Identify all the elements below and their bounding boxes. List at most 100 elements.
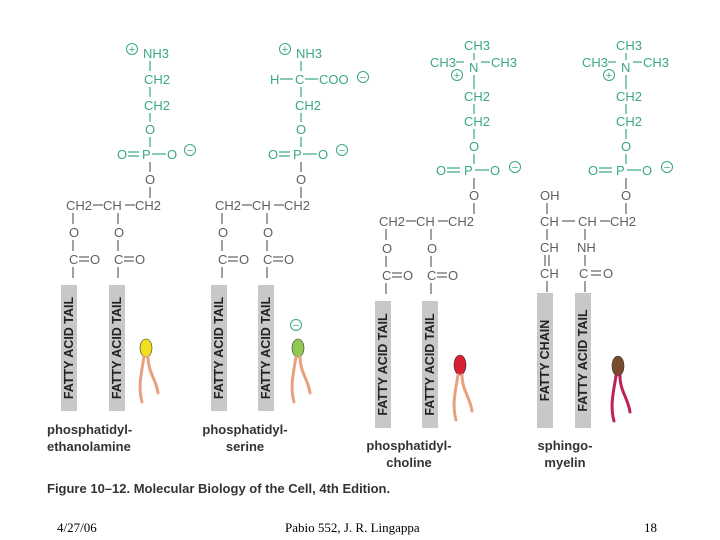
atom-label: C [427, 268, 436, 283]
charge-circle [184, 144, 196, 156]
atom-label: O [284, 252, 294, 267]
charge-sign: − [339, 145, 345, 157]
lipid-cartoon-icon [290, 338, 312, 404]
atom-label: O [603, 266, 613, 281]
atom-label: CH3 [430, 55, 456, 70]
figure-caption: Figure 10–12. Molecular Biology of the C… [47, 481, 391, 496]
fatty-acid-tail-label: FATTY ACID TAIL [212, 296, 226, 399]
charge-sign: − [360, 72, 366, 84]
atom-label: O [268, 147, 278, 162]
charge-sign: − [187, 145, 193, 157]
atom-label: CH2 [135, 198, 161, 213]
atom-label: CH2 [284, 198, 310, 213]
atom-label: H [270, 72, 279, 87]
charge-circle [357, 71, 369, 83]
lipid-name-phosphatidylserine: phosphatidyl-serine [202, 422, 288, 454]
atom-label: COO [319, 72, 349, 87]
footer-page-number: 18 [644, 520, 657, 535]
charge-circle [451, 69, 463, 81]
negative-charge-icon: − [290, 319, 302, 332]
charge-circle [290, 319, 302, 331]
positive-charge-icon: + [603, 69, 615, 82]
negative-charge-icon: − [661, 161, 673, 174]
atom-label: C [263, 252, 272, 267]
lipid-name-phosphatidylethanolamine: phosphatidyl-ethanolamine [47, 422, 133, 454]
charge-circle [661, 161, 673, 173]
lipid-head [291, 338, 305, 358]
phosphorus-label: P [464, 163, 473, 178]
fatty-acid-tail-label: FATTY ACID TAIL [259, 296, 273, 399]
atom-label: CH [103, 198, 122, 213]
charge-sign: + [454, 70, 460, 82]
phosphorus-label: P [142, 147, 151, 162]
atom-label: O [145, 122, 155, 137]
atom-label: CH2 [379, 214, 405, 229]
atom-label: CH [252, 198, 271, 213]
atom-label: O [403, 268, 413, 283]
atom-label: O [69, 225, 79, 240]
negative-charge-icon: − [184, 144, 196, 157]
atom-label: O [621, 139, 631, 154]
atom-label: CH2 [295, 98, 321, 113]
lipid-head [453, 354, 467, 376]
lipid-cartoon-icon [610, 355, 632, 423]
atom-label: O [382, 241, 392, 256]
atom-label: CH [540, 266, 559, 281]
atom-label: CH2 [144, 72, 170, 87]
atom-label: O [490, 163, 500, 178]
atom-label: CH2 [66, 198, 92, 213]
atom-label: CH2 [144, 98, 170, 113]
lipid-tail-right [146, 355, 160, 395]
tail-bar [422, 301, 438, 428]
atom-label: O [296, 122, 306, 137]
lipid-tail-left [138, 355, 146, 404]
atom-label: O [263, 225, 273, 240]
lipid-tail-left [610, 374, 618, 423]
atom-label: O [642, 163, 652, 178]
tail-bar [211, 285, 227, 411]
atom-label: OH [540, 188, 560, 203]
fatty-acid-tail-label: FATTY ACID TAIL [576, 309, 590, 412]
charge-circle [336, 144, 348, 156]
atom-label: CH2 [464, 89, 490, 104]
atom-label: CH [540, 214, 559, 229]
lipid-cartoon-icon [138, 338, 160, 404]
fatty-chain-label: FATTY CHAIN [538, 320, 552, 401]
atom-label: O [114, 225, 124, 240]
lipid-head [611, 355, 625, 377]
atom-label: C [69, 252, 78, 267]
atom-label: CH3 [616, 38, 642, 53]
positive-charge-icon: + [451, 69, 463, 82]
footer-date: 4/27/06 [57, 520, 97, 535]
atom-label: C [579, 266, 588, 281]
atom-label: O [436, 163, 446, 178]
charge-sign: − [664, 162, 670, 174]
lipid-tail-left [290, 355, 298, 404]
tail-bar [375, 301, 391, 428]
atom-label: O [469, 139, 479, 154]
atom-label: O [167, 147, 177, 162]
atom-label: CH2 [616, 89, 642, 104]
atom-label: O [448, 268, 458, 283]
atom-label: O [469, 188, 479, 203]
lipid-tail-right [298, 355, 312, 395]
charge-circle [509, 161, 521, 173]
atom-label: CH2 [464, 114, 490, 129]
charge-sign: + [606, 70, 612, 82]
positive-charge-icon: + [126, 43, 138, 56]
atom-label: O [90, 252, 100, 267]
atom-label: NH [577, 240, 596, 255]
atom-label: O [621, 188, 631, 203]
atom-label: C [114, 252, 123, 267]
atom-label: CH2 [616, 114, 642, 129]
fatty-acid-tail-label: FATTY ACID TAIL [423, 313, 437, 416]
lipid-name-sphingomyelin: sphingo-myelin [537, 438, 593, 470]
atom-label: O [427, 241, 437, 256]
lipid-head [139, 338, 153, 358]
atom-label: NH3 [296, 46, 322, 61]
tail-bar [575, 293, 591, 428]
atom-label: O [239, 252, 249, 267]
charge-sign: + [129, 44, 135, 56]
charge-circle [126, 43, 138, 55]
